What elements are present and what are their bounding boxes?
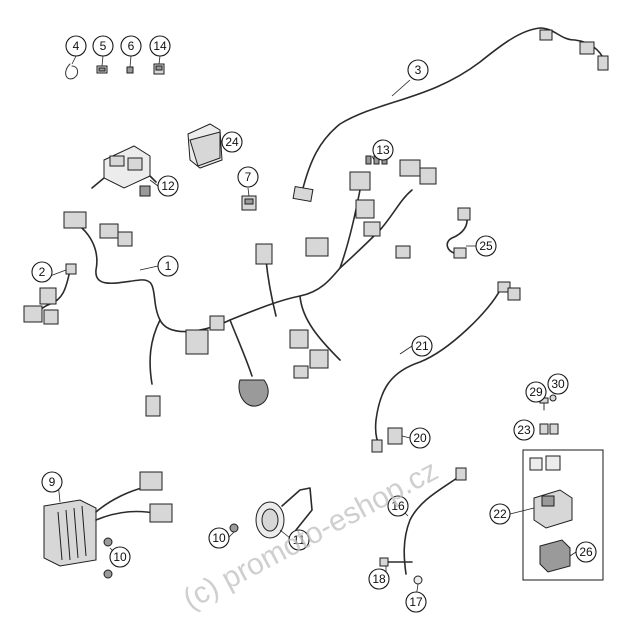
callout-label: 6 [128, 39, 135, 53]
part-cable-tie [65, 63, 79, 80]
callout-label: 9 [49, 475, 56, 489]
callout-12: 12 [157, 175, 179, 197]
callout-10-center: 10 [208, 527, 230, 549]
callout-3: 3 [407, 59, 429, 81]
callout-30: 30 [547, 373, 569, 395]
callout-label: 3 [415, 63, 422, 77]
callout-label: 10 [212, 531, 226, 545]
callout-22: 22 [489, 503, 511, 525]
part-sub-harness-2 [23, 263, 77, 325]
callout-9: 9 [41, 471, 63, 493]
callout-label: 24 [225, 135, 239, 149]
part-cover-24 [187, 123, 223, 169]
callout-25: 25 [475, 235, 497, 257]
callout-label: 16 [391, 499, 405, 513]
part-cable-16 [403, 467, 467, 575]
callout-label: 18 [372, 572, 386, 586]
callout-10-left: 10 [109, 546, 131, 568]
callout-label: 11 [293, 533, 306, 547]
callout-label: 5 [100, 39, 107, 53]
callout-2: 2 [31, 261, 53, 283]
part-regulator-9 [43, 471, 173, 567]
part-bracket-12 [91, 145, 157, 197]
callout-4: 4 [65, 35, 87, 57]
part-bolt-18 [379, 557, 413, 567]
callout-label: 23 [517, 423, 531, 437]
callout-label: 1 [165, 259, 172, 273]
callout-6: 6 [120, 35, 142, 57]
part-horn-11 [255, 487, 313, 539]
callout-label: 22 [493, 507, 507, 521]
part-connector-14 [153, 63, 165, 75]
part-main-harness-1 [63, 159, 437, 417]
callout-label: 4 [73, 39, 80, 53]
callout-label: 14 [153, 39, 167, 53]
part-relay-7 [241, 195, 257, 211]
part-cable-21 [371, 281, 521, 453]
starter-relay-group-box [522, 449, 604, 581]
callout-label: 2 [39, 265, 46, 279]
callout-23: 23 [513, 419, 535, 441]
part-bolt-10-left [103, 537, 113, 579]
callout-13: 13 [372, 139, 394, 161]
callout-16: 16 [387, 495, 409, 517]
callout-label: 26 [579, 545, 593, 559]
callout-label: 12 [161, 179, 175, 193]
callout-label: 25 [479, 239, 493, 253]
part-cable-3 [292, 27, 609, 203]
part-bolt-10-center [229, 523, 239, 533]
callout-17: 17 [405, 591, 427, 613]
callout-18: 18 [368, 568, 390, 590]
callout-5: 5 [92, 35, 114, 57]
callout-label: 29 [529, 385, 543, 399]
callout-label: 21 [415, 339, 429, 353]
callout-21: 21 [411, 335, 433, 357]
part-sensor-20 [387, 427, 403, 445]
callout-label: 20 [413, 431, 427, 445]
callout-label: 10 [113, 550, 127, 564]
part-clips-23 [539, 423, 559, 435]
part-cable-25 [446, 207, 471, 259]
callout-label: 30 [551, 377, 565, 391]
callout-label: 7 [245, 170, 252, 184]
callout-26: 26 [575, 541, 597, 563]
callout-29: 29 [525, 381, 547, 403]
part-clip-5 [96, 65, 108, 74]
callout-label: 13 [376, 143, 390, 157]
callout-20: 20 [409, 427, 431, 449]
callout-1: 1 [157, 255, 179, 277]
callout-7: 7 [237, 166, 259, 188]
callout-11: 11 [288, 529, 310, 551]
part-washer-30 [549, 394, 557, 402]
part-fuse-6 [126, 66, 134, 74]
callout-14: 14 [149, 35, 171, 57]
part-washer-17 [413, 575, 423, 585]
callout-label: 17 [409, 595, 423, 609]
callout-24: 24 [221, 131, 243, 153]
